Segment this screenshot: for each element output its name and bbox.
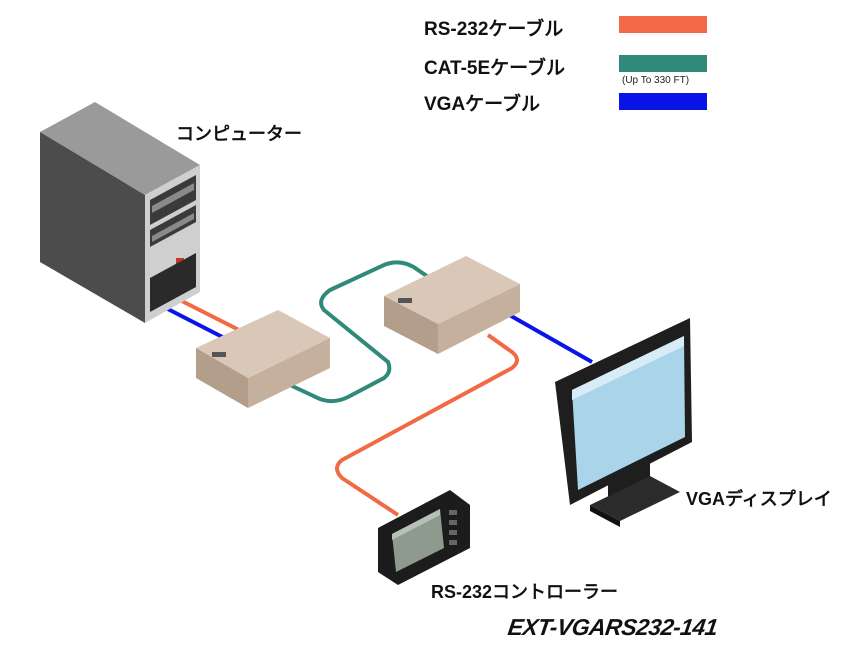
vga-display [555, 318, 692, 527]
computer-tower [40, 102, 200, 323]
legend-vga-label: VGAケーブル [424, 94, 541, 115]
vga-cable-display [505, 311, 593, 364]
legend-rs232-label: RS-232ケーブル [424, 19, 564, 40]
display-label: VGAディスプレイ [686, 489, 832, 509]
controller-label: RS-232コントローラー [431, 582, 619, 602]
computer-label: コンピューター [176, 124, 302, 144]
sender-box [196, 310, 330, 408]
rs232-controller [378, 490, 470, 585]
legend-vga-swatch [619, 93, 707, 110]
cat5e-cable [289, 260, 442, 404]
legend-cat5e-swatch [619, 55, 707, 72]
legend-rs232-swatch [619, 16, 707, 33]
rs232-cable-controller [335, 333, 519, 517]
legend-cat5e-note: (Up To 330 FT) [622, 75, 690, 86]
model-name: EXT-VGARS232-141 [506, 614, 720, 640]
receiver-box [384, 256, 520, 354]
legend-cat5e-label: CAT-5Eケーブル [424, 58, 566, 79]
